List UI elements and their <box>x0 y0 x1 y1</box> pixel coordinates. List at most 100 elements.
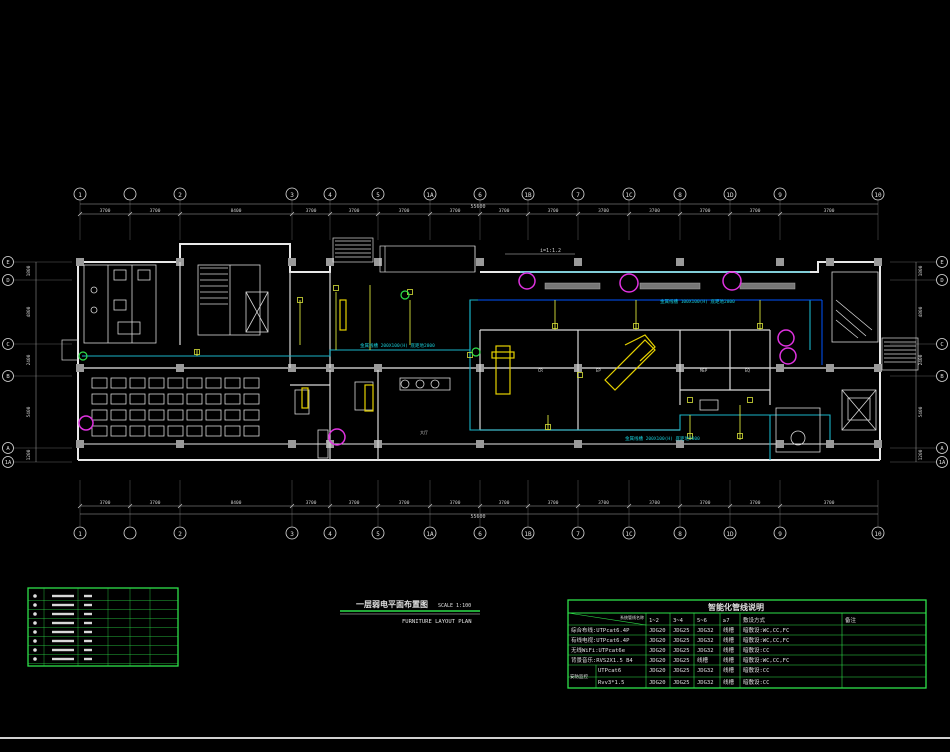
desk <box>129 425 146 437</box>
dimension-bottom: 8400 <box>231 500 242 506</box>
desk <box>205 377 222 389</box>
desk <box>129 393 146 405</box>
cable-tray-blue <box>82 271 831 460</box>
desk <box>91 393 108 405</box>
table-cell: 综合布线:UTPcat6.4P <box>571 626 630 634</box>
axis-label-top: 2 <box>178 192 182 199</box>
column <box>374 258 382 266</box>
info-outlet <box>467 352 473 358</box>
dimension-top: 8400 <box>231 208 242 214</box>
axis-label-bottom: 1C <box>625 531 633 538</box>
command-bar[interactable] <box>0 737 950 752</box>
legend-symbol <box>33 612 37 616</box>
axis-bubble-left <box>2 370 14 382</box>
dimension-right: 4800 <box>918 306 924 317</box>
axis-bubble-left <box>2 256 14 268</box>
legend-symbol <box>33 648 37 652</box>
legend-text-block <box>52 630 74 634</box>
table-cell: JDG20 <box>649 638 666 644</box>
dimension-top: 3700 <box>548 208 559 214</box>
room-label-b: EP <box>596 368 601 373</box>
plan-labels: 金属线槽 200X100(H) 底距地2800 金属线槽 100X100(H) … <box>360 298 735 442</box>
legend-symbol <box>33 639 37 643</box>
axis-bubble-bottom <box>123 526 137 540</box>
dimension-bottom: 3700 <box>100 500 111 506</box>
info-outlet <box>194 349 200 355</box>
legend-text-block <box>52 603 74 607</box>
axis-label-bottom: 10 <box>874 531 882 538</box>
legend-text-block <box>84 621 92 625</box>
dimension-top: 3700 <box>649 208 660 214</box>
column <box>826 440 834 448</box>
axis-label-right: 1A <box>939 460 946 466</box>
right-entrance-steps <box>61 337 919 371</box>
column <box>574 440 582 448</box>
axis-label-bottom: 5 <box>376 531 380 538</box>
info-outlet <box>333 285 339 291</box>
branch-conduits <box>196 285 761 440</box>
lab-equipment <box>301 299 656 412</box>
table-cell: 暗敷设:CC <box>743 646 769 654</box>
legend-text-block <box>52 639 74 643</box>
axis-label-bottom: 1 <box>78 531 82 538</box>
drawing-scale: SCALE 1:100 <box>438 603 471 609</box>
axis-label-top: 1C <box>625 192 633 199</box>
table-cell: JDG32 <box>697 628 714 634</box>
desk <box>224 377 241 389</box>
table-cell: 线槽 <box>723 646 735 654</box>
axis-label-bottom: 9 <box>778 531 782 538</box>
column <box>288 258 296 266</box>
axis-label-bottom: 7 <box>576 531 580 538</box>
column <box>874 364 882 372</box>
column <box>176 364 184 372</box>
room-labels: CR EP MEP EQ 大厅 <box>420 368 750 435</box>
camera-markers <box>78 271 797 446</box>
table-cell: 暗敷设:CC <box>743 666 769 674</box>
room-label-d: EQ <box>745 368 750 373</box>
info-outlet <box>545 424 551 430</box>
legend-symbol <box>33 603 37 607</box>
dimension-right: 2400 <box>918 354 924 365</box>
axis-bubble-right <box>936 442 948 454</box>
column <box>176 440 184 448</box>
legend-symbol <box>33 621 37 625</box>
desk <box>129 409 146 421</box>
column <box>574 258 582 266</box>
floor-plan[interactable]: 金属线槽 200X100(H) 底距地2800 金属线槽 100X100(H) … <box>61 237 919 461</box>
legend-text-block <box>52 657 74 661</box>
legend-text-block <box>84 630 92 634</box>
desk <box>186 409 203 421</box>
legend-text-block <box>52 594 74 598</box>
axis-label-right: C <box>940 342 943 348</box>
desk <box>224 393 241 405</box>
table-cell: 线槽 <box>697 656 709 664</box>
legend-table[interactable] <box>27 587 179 667</box>
cable-tray-blue-2 <box>478 299 823 365</box>
column <box>76 440 84 448</box>
column <box>676 258 684 266</box>
room-label-c: MEP <box>700 368 708 373</box>
dimension-left: 2400 <box>26 354 32 365</box>
dimension-left: 1800 <box>26 265 32 276</box>
axis-bubble-right <box>936 274 948 286</box>
table-cell: JDG25 <box>673 668 690 674</box>
dimension-bottom: 3700 <box>499 500 510 506</box>
info-outlets <box>194 285 763 439</box>
dimension-top: 3700 <box>349 208 360 214</box>
dimension-left: 5400 <box>26 406 32 417</box>
table-cell: JDG20 <box>649 668 666 674</box>
entrance-room <box>699 399 821 453</box>
dimension-right: 1800 <box>918 265 924 276</box>
info-outlet <box>552 323 558 329</box>
dimension-top: 3700 <box>700 208 711 214</box>
room-label-a: CR <box>538 368 543 373</box>
axis-label-bottom: 6 <box>478 531 482 538</box>
dimension-top: 3700 <box>150 208 161 214</box>
desk <box>148 393 165 405</box>
column <box>76 258 84 266</box>
